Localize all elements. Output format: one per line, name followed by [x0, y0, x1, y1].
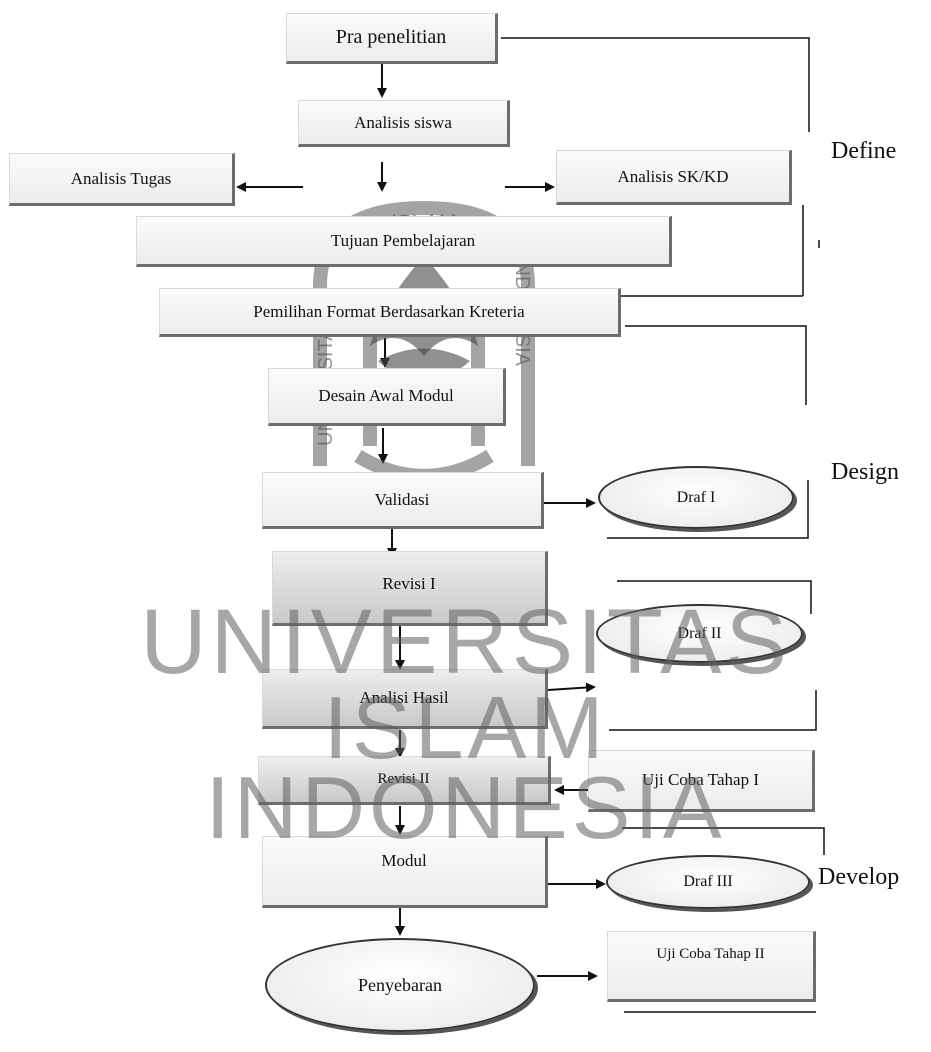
node-modul: Modul [262, 836, 548, 908]
phase-label-design: Design [831, 459, 899, 485]
node-analisis-skkd: Analisis SK/KD [556, 150, 792, 205]
node-desain-awal-modul: Desain Awal Modul [268, 368, 506, 426]
node-analisis-tugas: Analisis Tugas [9, 153, 235, 206]
node-draf-2: Draf II [596, 604, 803, 663]
node-analisi-hasil: Analisi Hasil [262, 669, 548, 729]
node-revisi-1: Revisi I [272, 551, 548, 626]
phase-label-define: Define [831, 138, 897, 164]
node-tujuan-pembelajaran: Tujuan Pembelajaran [136, 216, 672, 267]
node-draf-1: Draf I [598, 466, 794, 529]
node-uji-coba-tahap-2: Uji Coba Tahap II [607, 931, 816, 1002]
node-uji-coba-tahap-1: Uji Coba Tahap I [588, 750, 815, 812]
node-draf-3: Draf III [606, 855, 810, 909]
node-analisis-siswa: Analisis siswa [298, 100, 510, 147]
node-penyebaran: Penyebaran [265, 938, 535, 1032]
node-validasi: Validasi [262, 472, 544, 529]
node-pemilihan-format: Pemilihan Format Berdasarkan Kreteria [159, 288, 621, 337]
node-revisi-2: Revisi II [258, 756, 551, 805]
node-pra-penelitian: Pra penelitian [286, 13, 498, 64]
phase-label-develop: Develop [818, 864, 900, 890]
